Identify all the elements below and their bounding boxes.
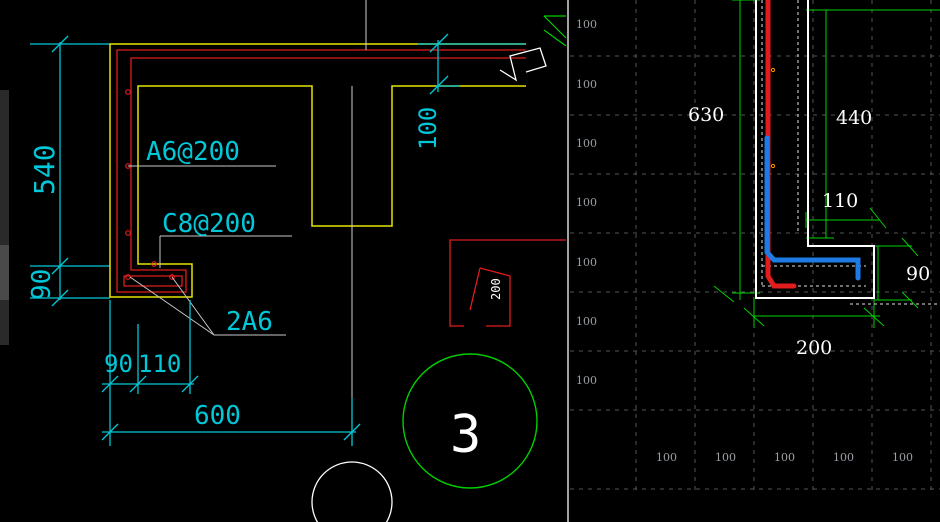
grid-label: 100 <box>576 78 597 91</box>
dim-90: 90 <box>906 263 930 285</box>
dim-110: 110 <box>822 190 858 212</box>
label-c8-200: C8@200 <box>162 209 256 239</box>
stirrup-rebar <box>116 49 526 293</box>
dim-90-bottom: 90 <box>104 350 133 378</box>
rebar-dots <box>125 89 175 280</box>
dim-440: 440 <box>836 107 872 129</box>
grid-label: 100 <box>576 315 597 328</box>
grid-left-labels: 100 100 100 100 100 100 100 <box>576 18 597 387</box>
section-number: 3 <box>450 405 481 465</box>
dim-540: 540 <box>28 144 61 195</box>
red-rebar <box>765 0 797 289</box>
grid-label: 100 <box>774 451 795 464</box>
dim-90-vertical: 90 <box>27 269 57 300</box>
right-panel: 100 100 100 100 100 100 100 100 100 100 … <box>570 0 940 495</box>
small-200: 200 <box>489 278 503 300</box>
left-ruler <box>0 90 9 345</box>
dimension-100 <box>418 33 526 95</box>
dim-600: 600 <box>194 401 241 431</box>
grid-label: 100 <box>576 374 597 387</box>
grid-label: 100 <box>656 451 677 464</box>
blue-rebar <box>764 135 861 281</box>
grid-label: 100 <box>576 196 597 209</box>
grid-label: 100 <box>576 137 597 150</box>
label-a6-200: A6@200 <box>146 137 240 167</box>
label-2a6: 2A6 <box>226 307 273 337</box>
grid-label: 100 <box>576 256 597 269</box>
center-lines <box>351 0 367 440</box>
grid-bottom-labels: 100 100 100 100 100 <box>656 451 913 464</box>
section-outline <box>109 43 526 298</box>
dim-110-bottom: 110 <box>138 350 181 378</box>
left-panel: 540 90 A6@200 C8@2 <box>0 0 567 522</box>
dim-200: 200 <box>796 337 832 359</box>
rebar-points <box>770 67 776 169</box>
grid-label: 100 <box>892 451 913 464</box>
inner-dashed <box>761 0 940 305</box>
green-dimensions <box>713 0 940 328</box>
grid-label: 100 <box>715 451 736 464</box>
section-outline-white <box>755 0 875 299</box>
white-circle <box>311 461 393 522</box>
break-symbol <box>499 47 547 82</box>
dim-630: 630 <box>688 104 724 126</box>
leader-lines <box>128 165 292 336</box>
grid-label: 100 <box>576 18 597 31</box>
bottom-dimensions <box>101 300 361 446</box>
vertical-dimension <box>30 35 110 307</box>
small-detail <box>449 239 566 327</box>
hatch-mark <box>543 15 567 47</box>
grid-label: 100 <box>833 451 854 464</box>
section-marker-circle[interactable] <box>402 353 538 489</box>
left-ruler-tab <box>0 245 9 300</box>
dim-100: 100 <box>414 107 442 150</box>
